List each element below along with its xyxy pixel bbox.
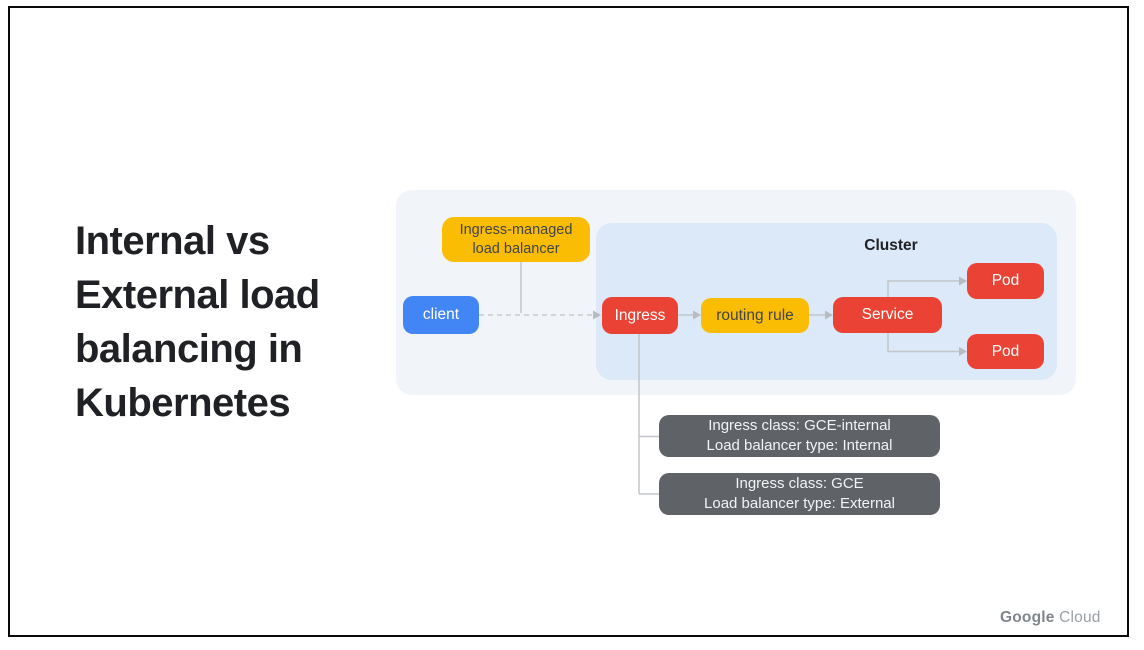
node-label: Ingress-managed — [459, 221, 573, 238]
node-label: load balancer — [472, 240, 560, 257]
node-label: Ingress — [614, 306, 666, 324]
node-ingress-managed-load-balancer: Ingress-managed load balancer — [442, 217, 590, 262]
node-pod-bottom: Pod — [967, 334, 1044, 369]
google-cloud-logo: Google Cloud — [1000, 609, 1100, 627]
node-label: Service — [861, 306, 914, 323]
note-line: Load balancer type: External — [704, 495, 895, 512]
slide-title-line: balancing in — [75, 327, 303, 371]
brand-word-cloud: Cloud — [1059, 609, 1101, 626]
note-line: Ingress class: GCE-internal — [708, 417, 891, 434]
node-label: routing rule — [716, 306, 794, 324]
slide-title-line: Kubernetes — [75, 381, 291, 425]
node-label: client — [422, 306, 460, 323]
slide-title-line: Internal vs — [75, 219, 270, 263]
node-pod-top: Pod — [967, 263, 1044, 299]
node-routing-rule: routing rule — [701, 298, 809, 333]
brand-word-google: Google — [1000, 609, 1055, 626]
node-label: Pod — [991, 272, 1020, 289]
slide-title: Internal vs External load balancing in K… — [75, 214, 405, 430]
note-external-ingress-class: Ingress class: GCE Load balancer type: E… — [659, 473, 940, 515]
note-line: Ingress class: GCE — [735, 475, 864, 492]
node-client: client — [403, 296, 479, 334]
node-ingress: Ingress — [602, 297, 678, 334]
note-internal-ingress-class: Ingress class: GCE-internal Load balance… — [659, 415, 940, 457]
cluster-label: Cluster — [864, 237, 918, 254]
slide-title-line: External load — [75, 273, 320, 317]
node-label: Pod — [991, 342, 1020, 360]
note-line: Load balancer type: Internal — [706, 437, 893, 454]
node-service: Service — [833, 297, 942, 333]
